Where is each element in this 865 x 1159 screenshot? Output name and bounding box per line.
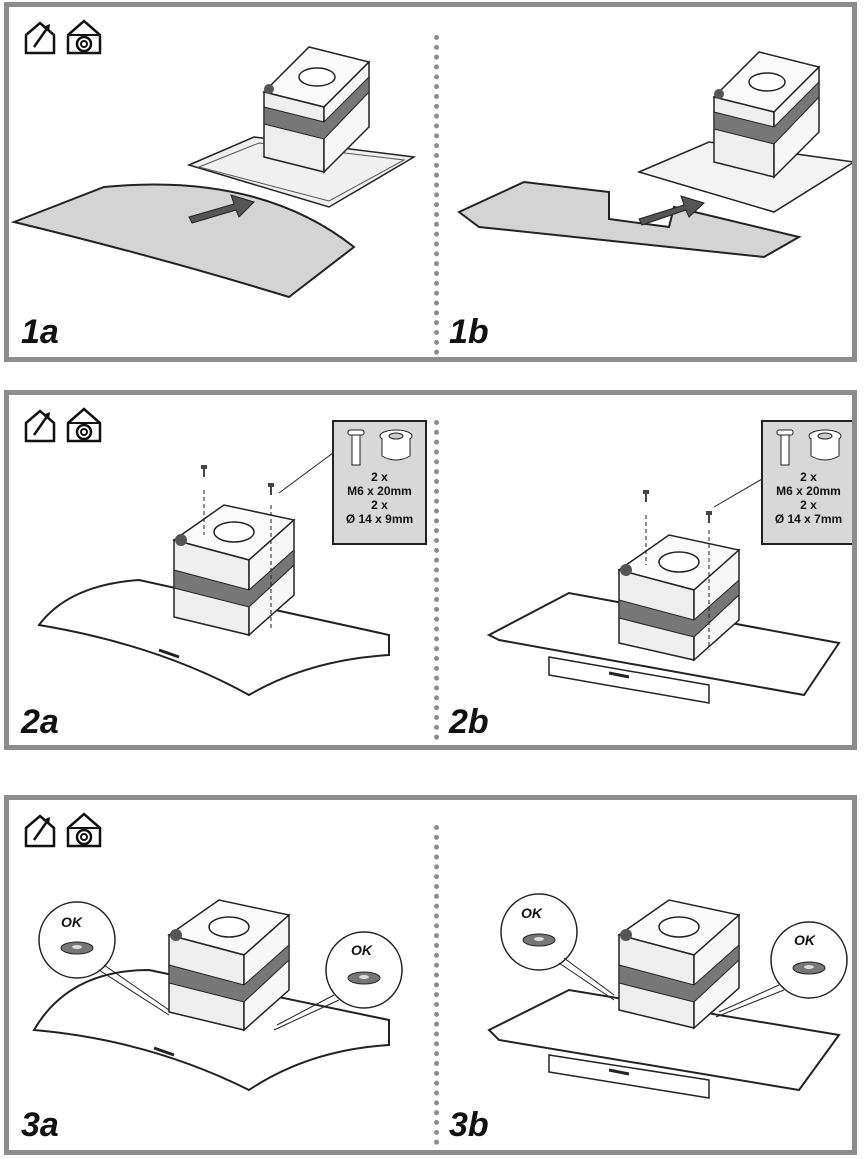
illustration-1a (10, 46, 417, 299)
washer-icon (808, 429, 842, 461)
ok-label: OK (351, 942, 373, 958)
panel-step-2: 2 x M6 x 20mm 2 x Ø 14 x 9mm 2 x M6 x 20… (4, 390, 857, 750)
motor-box (262, 46, 371, 174)
screw-icon (268, 483, 274, 495)
recirculation-house-icon (66, 19, 102, 55)
flat-glass-panel (487, 988, 841, 1092)
step-label-1b: 1b (449, 313, 489, 351)
recirculation-house-icon (66, 812, 102, 848)
motor-box (172, 504, 296, 637)
ok-magnifier-left: OK (500, 893, 615, 1001)
ok-magnifier-right: OK (715, 921, 848, 1018)
extraction-house-icon (24, 409, 56, 443)
panel-divider (434, 35, 439, 355)
ok-magnifier-left: OK (38, 901, 170, 1016)
screw-icon (347, 429, 365, 466)
screw-icon (201, 465, 207, 477)
motor-box (617, 899, 741, 1030)
hardware-quantities: 2 x M6 x 20mm 2 x Ø 14 x 7mm (774, 470, 843, 526)
panel-divider (434, 825, 439, 1145)
hardware-quantities: 2 x M6 x 20mm 2 x Ø 14 x 9mm (345, 470, 414, 526)
ok-label: OK (521, 905, 543, 921)
step-label-1a: 1a (21, 313, 59, 351)
hardware-callout-2a: 2 x M6 x 20mm 2 x Ø 14 x 9mm (332, 420, 427, 545)
mode-icons (24, 19, 102, 55)
curved-glass-panel (32, 968, 390, 1092)
step-label-2a: 2a (21, 703, 59, 741)
curved-glass-panel (37, 578, 390, 697)
hardware-callout-2b: 2 x M6 x 20mm 2 x Ø 14 x 7mm (761, 420, 852, 545)
screw-icon (776, 429, 794, 466)
mode-icons (24, 812, 102, 848)
motor-box (167, 899, 291, 1032)
screw-icon (643, 490, 649, 502)
panel-step-3: OK OK OK (4, 795, 857, 1155)
illustration-3a-3b: OK OK OK (32, 893, 848, 1099)
flat-glass-panel (457, 180, 802, 259)
panel-step-1: 1a 1b (4, 2, 857, 362)
extraction-house-icon (24, 814, 56, 848)
ok-magnifier-right: OK (273, 931, 403, 1031)
recirculation-house-icon (66, 407, 102, 443)
curved-glass-panel (10, 183, 356, 299)
insert-arrow (188, 194, 255, 224)
insert-arrow (638, 195, 705, 226)
extraction-house-icon (24, 21, 56, 55)
mode-icons (24, 407, 102, 443)
step-label-3b: 3b (449, 1106, 489, 1144)
motor-box (712, 51, 821, 179)
step-label-3a: 3a (21, 1106, 59, 1144)
ok-label: OK (61, 914, 83, 930)
screw-icon (706, 511, 712, 523)
step-label-2b: 2b (449, 703, 489, 741)
panel-divider (434, 420, 439, 740)
illustration-2a-2b (37, 446, 841, 704)
ok-label: OK (794, 932, 816, 948)
washer-icon (379, 429, 413, 461)
